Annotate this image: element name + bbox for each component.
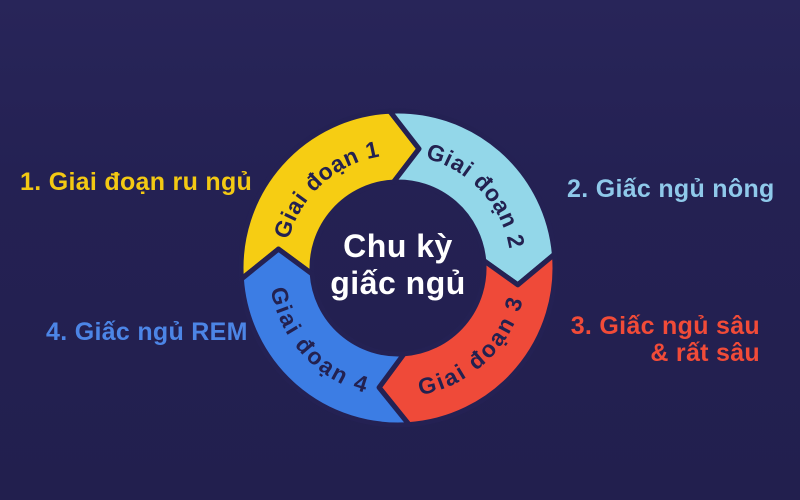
callout-stage-1-text: 1. Giai đoạn ru ngủ	[20, 168, 253, 196]
callout-stage-4-text: 4. Giấc ngủ REM	[46, 318, 248, 346]
cycle-title-line1: Chu kỳ	[343, 228, 453, 264]
callout-stage-3-line2: & rất sâu	[650, 339, 760, 367]
callout-stage-2: 2. Giấc ngủ nông	[567, 175, 775, 204]
callout-stage-3: 3. Giấc ngủ sâu & rất sâu	[571, 313, 760, 367]
cycle-title-line2: giấc ngủ	[330, 265, 466, 301]
callout-stage-2-text: 2. Giấc ngủ nông	[567, 175, 775, 203]
callout-stage-1: 1. Giai đoạn ru ngủ	[20, 168, 252, 197]
callout-stage-3-line1: 3. Giấc ngủ sâu	[570, 312, 760, 340]
callout-stage-4: 4. Giấc ngủ REM	[46, 318, 248, 347]
segment-arc-stage-4	[238, 246, 412, 428]
